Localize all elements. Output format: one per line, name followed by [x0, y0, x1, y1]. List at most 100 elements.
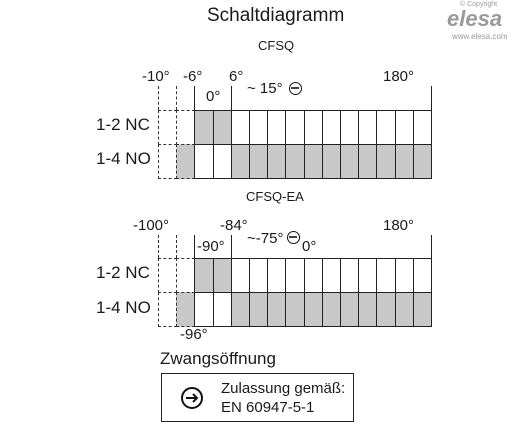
cfsq-nc-cell	[303, 110, 323, 145]
cfsq-ea-no-cell	[376, 292, 396, 327]
cfsq-ea-no-cell	[412, 292, 432, 327]
cfsq-no-cell	[230, 144, 250, 179]
cfsq-nc-cell	[285, 110, 305, 145]
cfsq-nc-cell	[212, 110, 232, 145]
elesa-logo: elesa	[447, 6, 503, 31]
cfsq-ea-nc-cell	[412, 258, 432, 293]
approval-standard: EN 60947-5-1	[221, 399, 315, 416]
cfsq-nc-cell	[230, 110, 250, 145]
cfsq-no-cell	[267, 144, 287, 179]
cfsq-angle-tick	[176, 86, 178, 110]
cfsq-ea-angle-minus90: -90°	[197, 238, 225, 255]
positive-opening-arrow-icon	[181, 387, 203, 409]
cfsq-angle-tick	[431, 86, 432, 110]
cfsq-ea-nc-cell	[230, 258, 250, 293]
cfsq-nc-cell	[176, 110, 196, 145]
positive-opening-icon	[289, 82, 302, 95]
cfsq-ea-nc-cell	[176, 258, 196, 293]
positive-opening-icon	[287, 231, 300, 244]
cfsq-ea-no-cell	[230, 292, 250, 327]
cfsq-ea-nc-cell	[158, 258, 178, 293]
cfsq-ea-angle-approx-minus75: ~-75°	[247, 230, 284, 247]
cfsq-ea-angle-minus100: -100°	[133, 217, 170, 234]
cfsq-ea-no-cell	[285, 292, 305, 327]
cfsq-no-cell	[303, 144, 323, 179]
cfsq-ea-row-label-nc: 1-2 NC	[96, 263, 150, 282]
cfsq-no-cell	[212, 144, 232, 179]
cfsq-ea-no-cell	[321, 292, 341, 327]
cfsq-ea-no-cell	[194, 292, 214, 327]
cfsq-no-cell	[321, 144, 341, 179]
cfsq-no-cell	[158, 144, 178, 179]
cfsq-ea-nc-cell	[212, 258, 232, 293]
cfsq-ea-nc-cell	[194, 258, 214, 293]
cfsq-no-cell	[249, 144, 269, 179]
cfsq-ea-nc-cell	[358, 258, 378, 293]
cfsq-no-cell	[285, 144, 305, 179]
cfsq-angle-6: 6°	[229, 68, 244, 85]
cfsq-model-label: CFSQ	[258, 38, 295, 53]
cfsq-ea-nc-cell	[267, 258, 287, 293]
copyright-text: © Copyright	[460, 1, 498, 8]
cfsq-row-label-nc: 1-2 NC	[96, 115, 150, 134]
cfsq-ea-angle-tick	[230, 235, 232, 258]
cfsq-angle-approx15: ~ 15°	[247, 80, 283, 97]
cfsq-ea-nc-cell	[376, 258, 396, 293]
cfsq-no-cell	[194, 144, 214, 179]
cfsq-ea-angle-tick	[431, 235, 432, 258]
cfsq-no-cell	[412, 144, 432, 179]
cfsq-nc-cell	[249, 110, 269, 145]
cfsq-ea-angle-tick	[176, 235, 178, 258]
approval-text-line1: Zulassung gemäß:	[221, 380, 346, 397]
cfsq-ea-angle-tick	[158, 235, 159, 258]
cfsq-ea-no-cell	[340, 292, 360, 327]
cfsq-ea-nc-cell	[340, 258, 360, 293]
cfsq-angle-0: 0°	[206, 88, 221, 105]
cfsq-ea-angle-180: 180°	[383, 217, 415, 234]
cfsq-no-cell	[176, 144, 196, 179]
cfsq-row-label-no: 1-4 NO	[96, 149, 151, 168]
cfsq-nc-cell	[376, 110, 396, 145]
logo-url: www.elesa.com	[452, 32, 508, 41]
cfsq-ea-no-cell	[158, 292, 178, 327]
cfsq-ea-row-label-no: 1-4 NO	[96, 298, 151, 317]
cfsq-ea-no-cell	[212, 292, 232, 327]
cfsq-angle-tick	[194, 86, 196, 110]
cfsq-ea-nc-cell	[249, 258, 269, 293]
cfsq-ea-nc-cell	[394, 258, 414, 293]
diagram-title: Schaltdiagramm	[207, 5, 345, 26]
cfsq-angle-minus10: -10°	[142, 68, 170, 85]
cfsq-ea-angle-tick	[194, 235, 196, 258]
cfsq-ea-no-cell	[267, 292, 287, 327]
cfsq-ea-angle-minus96: -96°	[180, 326, 208, 343]
cfsq-ea-angle-0: 0°	[302, 238, 317, 255]
positive-opening-heading: Zwangsöffnung	[160, 349, 276, 368]
cfsq-angle-180: 180°	[383, 68, 415, 85]
cfsq-no-cell	[358, 144, 378, 179]
cfsq-no-cell	[376, 144, 396, 179]
cfsq-nc-cell	[412, 110, 432, 145]
cfsq-no-cell	[340, 144, 360, 179]
cfsq-nc-cell	[321, 110, 341, 145]
cfsq-nc-cell	[194, 110, 214, 145]
cfsq-ea-nc-cell	[321, 258, 341, 293]
cfsq-ea-no-cell	[394, 292, 414, 327]
cfsq-angle-minus6: -6°	[183, 68, 203, 85]
cfsq-angle-tick	[230, 86, 232, 110]
cfsq-ea-nc-cell	[303, 258, 323, 293]
cfsq-no-cell	[394, 144, 414, 179]
cfsq-nc-cell	[340, 110, 360, 145]
cfsq-ea-model-label: CFSQ-EA	[246, 189, 304, 204]
cfsq-ea-no-cell	[176, 292, 196, 327]
cfsq-ea-no-cell	[303, 292, 323, 327]
cfsq-nc-cell	[267, 110, 287, 145]
cfsq-nc-cell	[358, 110, 378, 145]
cfsq-nc-cell	[158, 110, 178, 145]
cfsq-ea-no-cell	[358, 292, 378, 327]
cfsq-ea-angle-minus84: -84°	[220, 217, 248, 234]
cfsq-ea-nc-cell	[285, 258, 305, 293]
cfsq-nc-cell	[394, 110, 414, 145]
cfsq-angle-tick	[158, 86, 159, 110]
cfsq-ea-no-cell	[249, 292, 269, 327]
approval-box	[161, 373, 354, 422]
